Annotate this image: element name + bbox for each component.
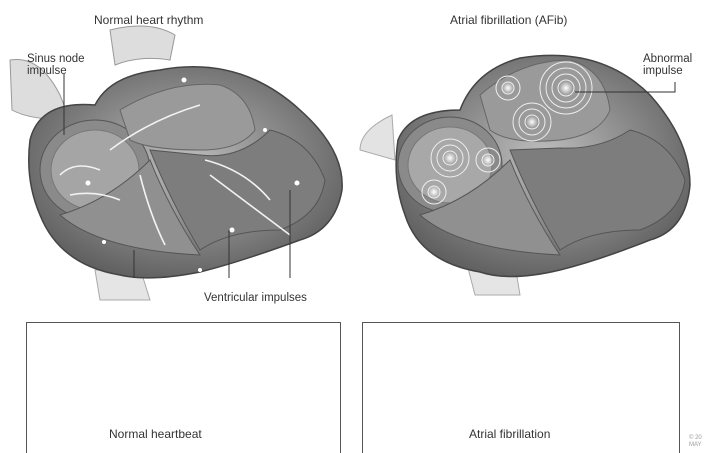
afib-title: Atrial fibrillation (AFib) (450, 13, 567, 27)
abnormal-impulse-label-line2: impulse (643, 65, 692, 77)
normal-rhythm-title: Normal heart rhythm (94, 13, 203, 27)
ventricular-impulses-label: Ventricular impulses (204, 292, 307, 304)
afib-heart-drawing (360, 55, 690, 295)
sinus-node-label-line2: impulse (27, 65, 85, 77)
sinus-node-label-line1: Sinus node (27, 53, 85, 65)
copyright-line1: © 20 (689, 435, 702, 442)
abnormal-impulse-label: Abnormal impulse (643, 53, 692, 77)
sinus-node-label: Sinus node impulse (27, 53, 85, 77)
copyright-line2: MAY (689, 442, 702, 449)
atrial-fibrillation-label: Atrial fibrillation (469, 427, 550, 441)
normal-heartbeat-label: Normal heartbeat (109, 427, 202, 441)
copyright-note: © 20 MAY (689, 435, 702, 449)
normal-ecg-panel: Normal heartbeat (26, 322, 341, 453)
afib-ecg-panel: Atrial fibrillation (362, 322, 680, 453)
abnormal-impulse-label-line1: Abnormal (643, 53, 692, 65)
